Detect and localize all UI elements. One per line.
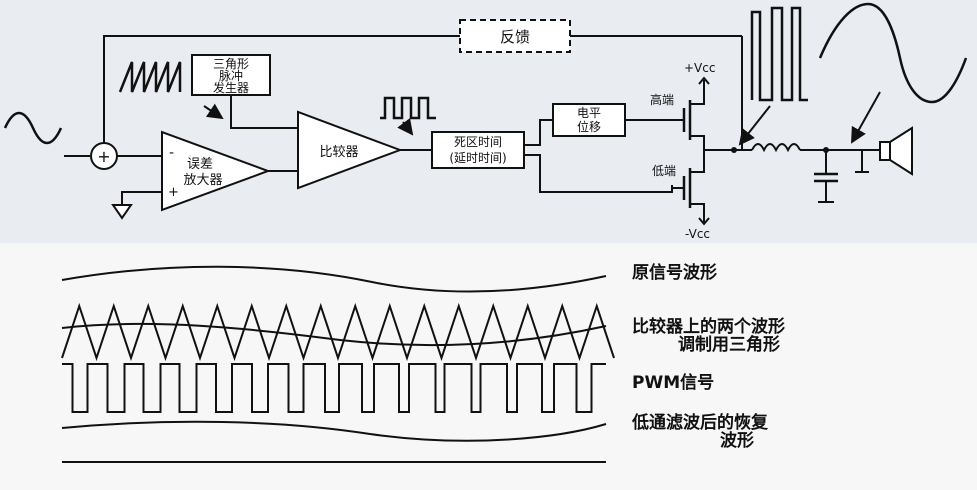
speaker-magnet (879, 141, 891, 161)
feedback-wire (103, 35, 460, 143)
pwm-pulse-icon (380, 96, 436, 120)
error-amp-plus: + (168, 185, 179, 200)
high-side-drain (690, 80, 705, 105)
caption-compare-1: 比较器上的两个波形 (632, 316, 785, 337)
low-side-drain (690, 150, 705, 173)
output-sine-wave (818, 2, 968, 104)
pwm-waveform (62, 363, 606, 413)
caption-compare-2: 调制用三角形 (678, 334, 780, 355)
triangle-carrier-line (61, 302, 615, 362)
high-side-source (690, 135, 705, 150)
error-amp-label-1: 误差 (187, 157, 213, 172)
caption-filtered-1: 低通滤波后的恢复 (631, 412, 769, 433)
speaker-cone (889, 126, 913, 176)
output-sine-arrow (851, 91, 881, 144)
comparator-label: 比较器 (319, 145, 358, 160)
level-shift-label-1: 电平 (577, 106, 601, 120)
triangle-gen-label-1: 三角形 (213, 57, 249, 71)
high-side-label: 高端 (650, 92, 674, 107)
feedback-label: 反馈 (500, 28, 530, 46)
vcc-pos-arrow (698, 76, 710, 85)
deadtime-to-levelshift-wire (524, 119, 553, 146)
triangle-wave-icon (118, 61, 182, 93)
dead-time-block (431, 131, 525, 169)
caption-original: 原信号波形 (632, 262, 717, 283)
comparator (297, 110, 403, 190)
low-side-label: 低端 (652, 164, 676, 178)
error-amplifier (161, 130, 271, 212)
caption-pwm: PWM信号 (632, 372, 714, 393)
deadtime-to-lowside-wire (524, 154, 673, 193)
feedback-block (459, 19, 571, 53)
filtered-waveform (61, 420, 607, 442)
triangle-icon-arrow (203, 103, 224, 120)
vcc-positive-label: +Vcc (684, 61, 715, 75)
low-side-source (690, 203, 705, 224)
filter-inductor (751, 143, 801, 153)
summing-junction-symbol: + (97, 147, 110, 166)
triangle-to-comparator-wire (230, 95, 298, 129)
output-node (731, 147, 737, 153)
error-amp-label-2: 放大器 (183, 173, 222, 188)
level-shift-label-2: 位移 (577, 119, 601, 134)
pwm-pulse-train (62, 363, 606, 413)
caption-filtered-2: 波形 (720, 430, 754, 451)
triangle-gen-label-3: 发生器 (213, 80, 249, 95)
pwm-icon-arrow (397, 118, 414, 136)
level-shift-block (552, 103, 626, 137)
dead-time-label-1: 死区时间 (454, 135, 502, 149)
vcc-negative-label: -Vcc (685, 227, 710, 241)
ground-symbol (111, 204, 133, 220)
vcc-neg-arrow (698, 217, 710, 226)
pwm-output-arrow (738, 105, 771, 146)
error-amp-minus: - (169, 145, 174, 161)
triangle-gen-label-2: 脉冲 (219, 68, 243, 83)
pwm-output-icon (750, 6, 808, 102)
original-waveform (61, 265, 607, 293)
ground-wire (121, 191, 162, 205)
input-sine-wave (3, 111, 63, 145)
triangle-carrier (61, 302, 615, 362)
compare-sine-waveform (61, 322, 607, 347)
dead-time-label-2: (延时时间) (449, 151, 506, 165)
waveform-panel (0, 243, 977, 490)
